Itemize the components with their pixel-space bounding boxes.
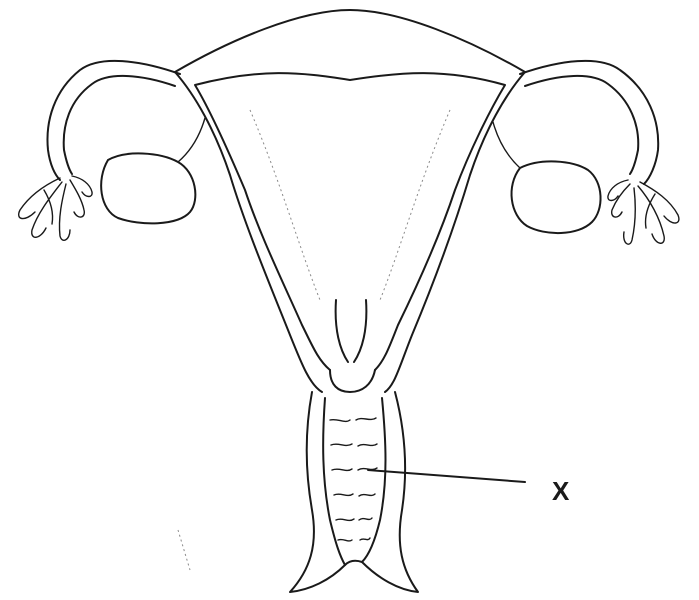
- vagina: [290, 392, 418, 592]
- label-x-group: X: [368, 470, 570, 506]
- vagina-inner: [323, 398, 385, 565]
- uterine-wall-dots: [250, 110, 450, 300]
- right-fimbriae: [608, 180, 679, 244]
- left-tube: [47, 61, 180, 180]
- right-ligament: [493, 122, 520, 168]
- uterine-cavity: [195, 73, 505, 370]
- uterus-outline: [175, 10, 525, 392]
- uterus: [175, 10, 525, 392]
- label-x-leader-line: [368, 470, 525, 482]
- right-ovary: [512, 161, 601, 233]
- scan-mark: [178, 530, 190, 570]
- fallopian-tubes: [19, 61, 679, 244]
- left-ligament: [178, 118, 205, 162]
- ovaries: [101, 118, 600, 233]
- label-x: X: [552, 476, 570, 506]
- left-ovary: [101, 153, 195, 223]
- cervix-upper: [330, 300, 375, 392]
- vaginal-rugae: [330, 418, 377, 541]
- vagina-outer: [290, 392, 418, 592]
- left-fimbriae: [19, 176, 92, 240]
- right-tube: [520, 61, 658, 184]
